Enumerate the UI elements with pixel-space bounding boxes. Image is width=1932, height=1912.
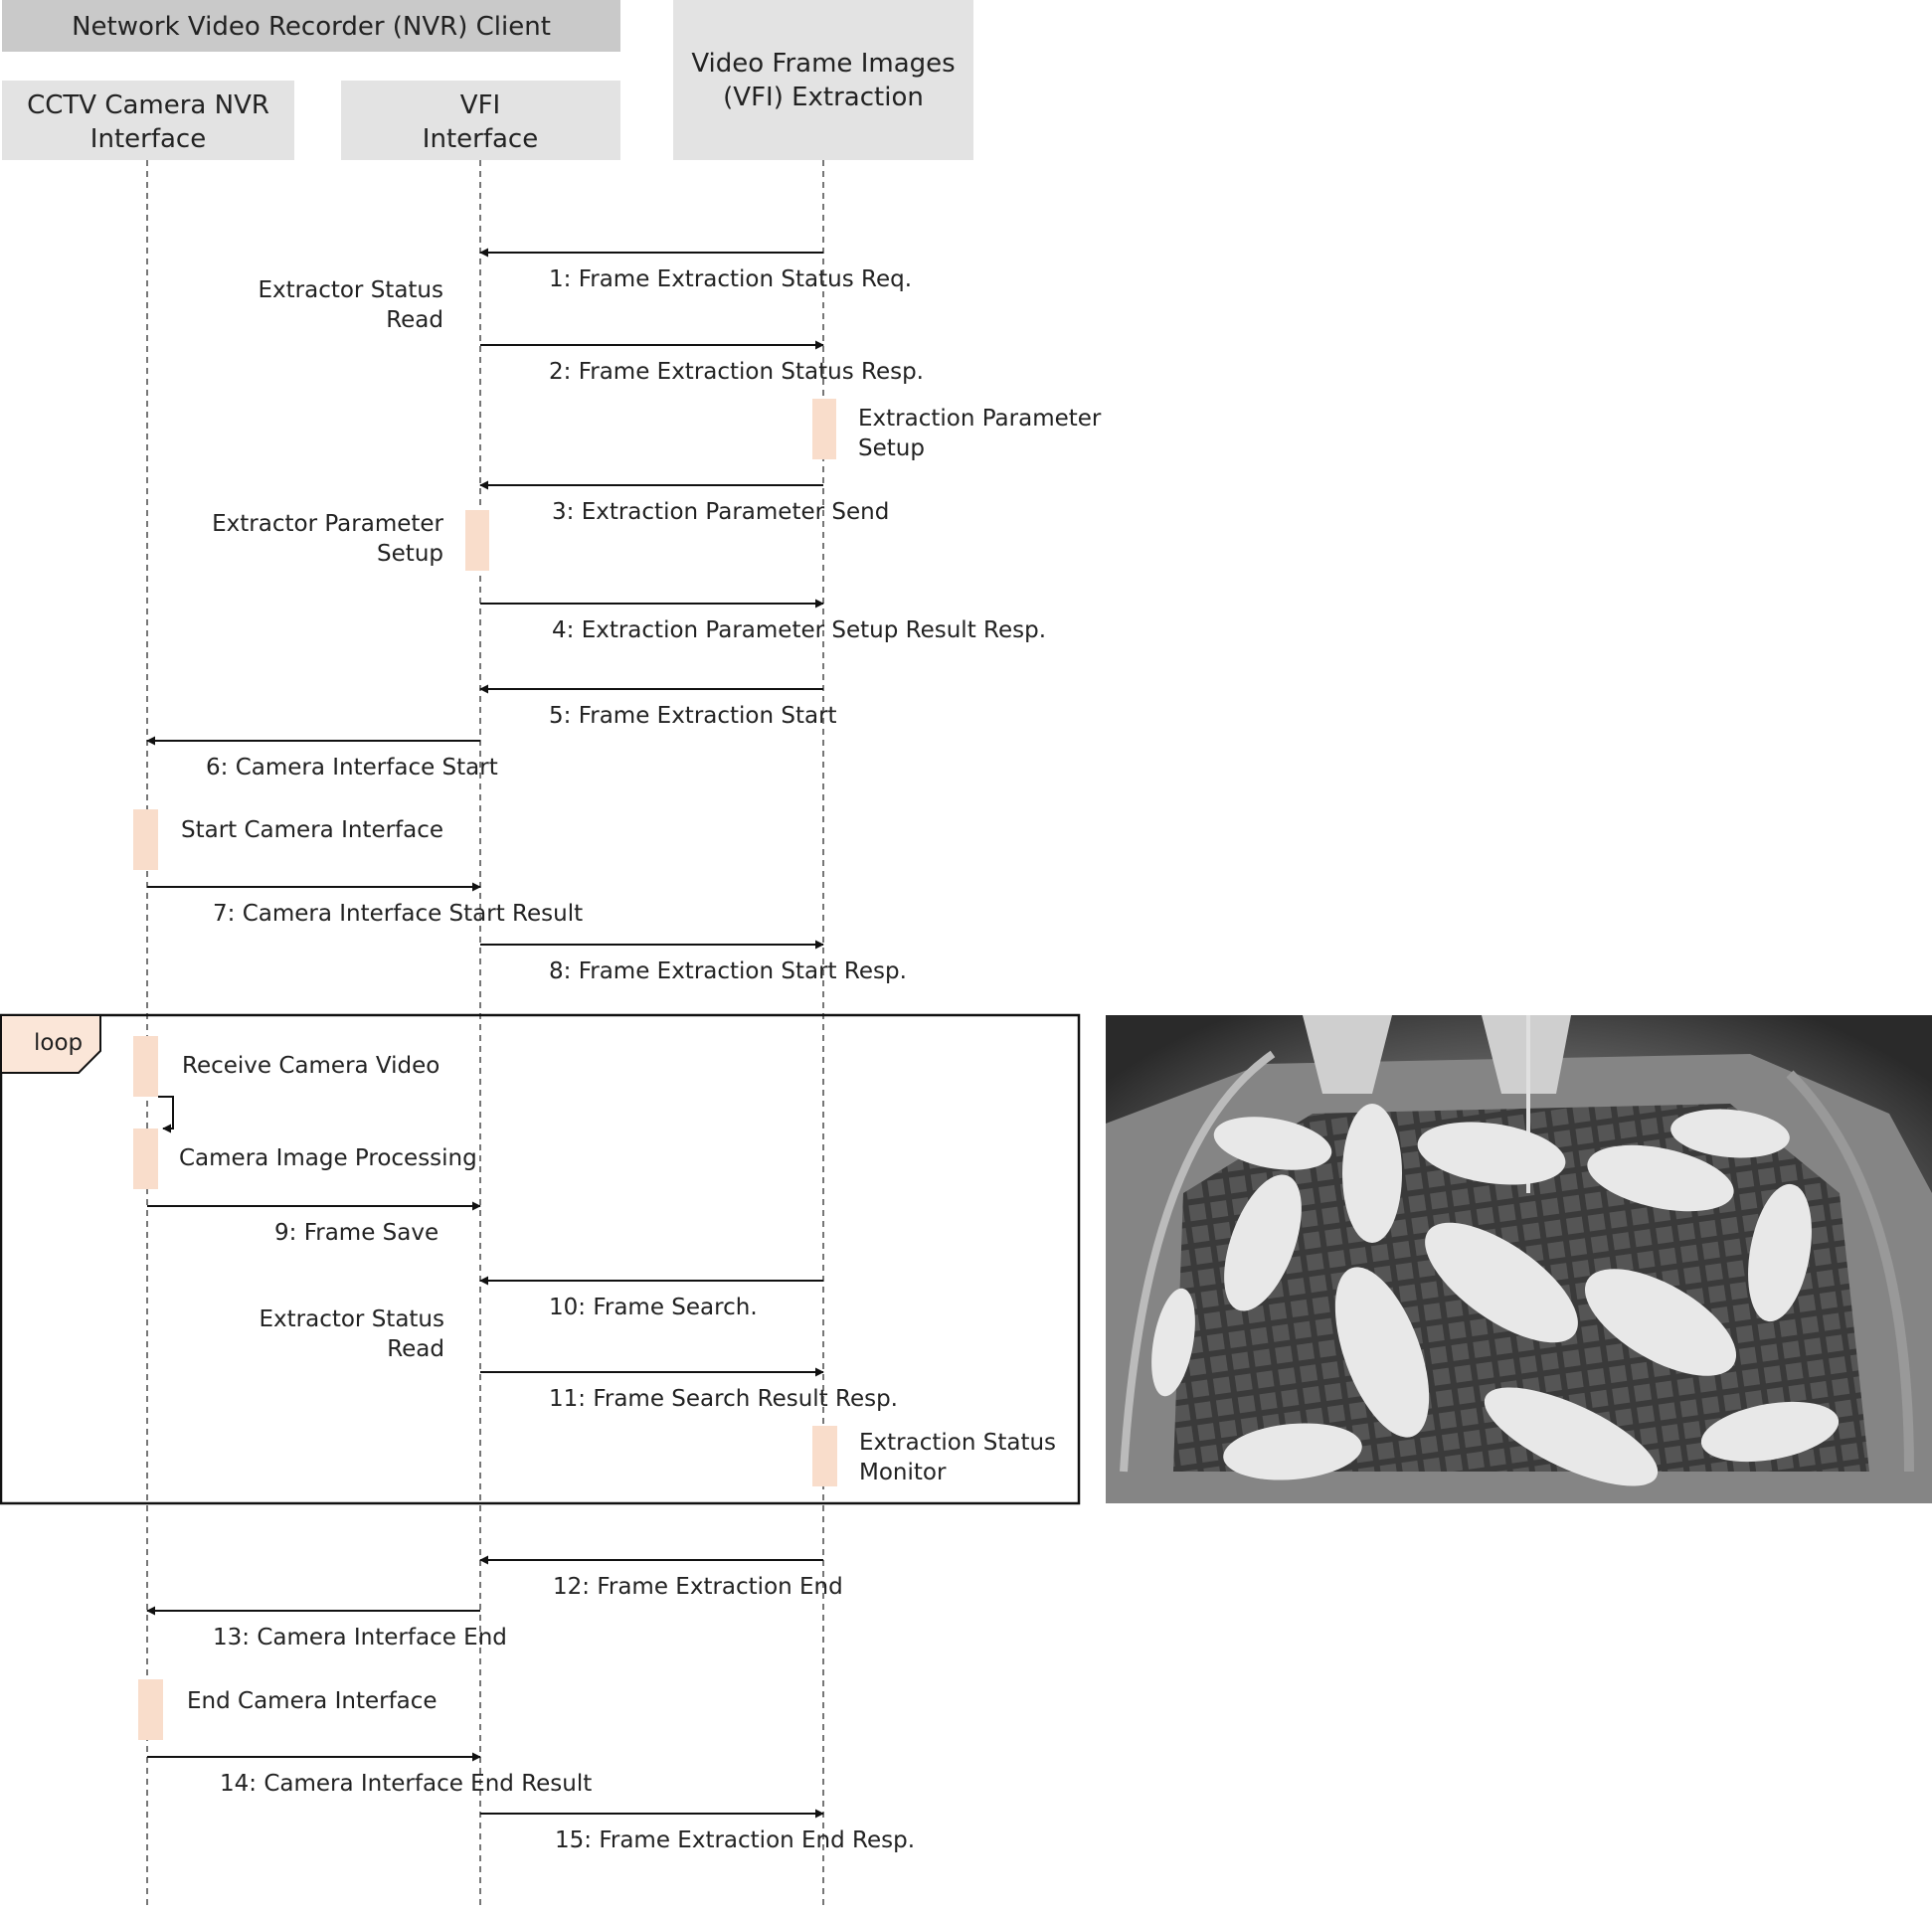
message-label-6: 6: Camera Interface Start bbox=[206, 755, 498, 781]
activation-vfi-setup bbox=[465, 510, 489, 571]
participant-label-vfi-2: Interface bbox=[423, 124, 538, 154]
message-label-9: 9: Frame Save bbox=[274, 1220, 439, 1246]
activation-ext-monitor bbox=[812, 1426, 837, 1486]
activation-cam-receive bbox=[133, 1036, 158, 1097]
note-extraction-parameter-setup-2: Setup bbox=[858, 435, 925, 461]
message-label-3: 3: Extraction Parameter Send bbox=[552, 499, 889, 525]
participant-box-vfi bbox=[341, 81, 620, 160]
message-label-4: 4: Extraction Parameter Setup Result Res… bbox=[552, 617, 1046, 643]
participant-label-ext-1: Video Frame Images bbox=[691, 49, 955, 79]
activation-cam-start bbox=[133, 809, 158, 870]
message-label-5: 5: Frame Extraction Start bbox=[549, 703, 837, 729]
participant-label-cam-2: Interface bbox=[90, 124, 206, 154]
nvr-client-group-box bbox=[2, 0, 620, 52]
note-extractor-parameter-setup-1: Extractor Parameter bbox=[212, 511, 443, 537]
message-label-13: 13: Camera Interface End bbox=[213, 1625, 507, 1651]
activation-cam-end bbox=[138, 1679, 163, 1740]
note-extractor-parameter-setup-2: Setup bbox=[377, 541, 443, 567]
activation-ext-setup bbox=[812, 399, 836, 459]
note-extractor-status-read-loop-1: Extractor Status bbox=[259, 1306, 444, 1332]
loop-tag bbox=[0, 1014, 101, 1074]
loop-frame bbox=[0, 1013, 1081, 1505]
note-extraction-status-monitor-2: Monitor bbox=[859, 1460, 947, 1485]
note-extractor-status-read-loop-2: Read bbox=[387, 1336, 444, 1362]
participant-label-cam-1: CCTV Camera NVR bbox=[27, 90, 269, 120]
note-extraction-status-monitor-1: Extraction Status bbox=[859, 1430, 1056, 1456]
participant-box-cam bbox=[2, 81, 294, 160]
participant-label-ext-2: (VFI) Extraction bbox=[723, 83, 924, 112]
pig-pen-camera-photo bbox=[1106, 1015, 1932, 1503]
note-receive-camera-video: Receive Camera Video bbox=[182, 1053, 439, 1079]
message-label-1: 1: Frame Extraction Status Req. bbox=[549, 266, 912, 292]
self-message-arrow bbox=[158, 1096, 174, 1133]
message-label-12: 12: Frame Extraction End bbox=[553, 1574, 843, 1600]
note-extraction-parameter-setup-1: Extraction Parameter bbox=[858, 406, 1102, 432]
participant-label-vfi-1: VFI bbox=[460, 90, 500, 120]
note-extractor-status-read-1: Extractor Status bbox=[258, 277, 443, 303]
note-extractor-status-read-2: Read bbox=[386, 307, 443, 333]
message-label-10: 10: Frame Search. bbox=[549, 1295, 758, 1320]
note-camera-image-processing: Camera Image Processing bbox=[179, 1145, 477, 1171]
message-label-15: 15: Frame Extraction End Resp. bbox=[555, 1827, 915, 1853]
message-label-14: 14: Camera Interface End Result bbox=[220, 1771, 592, 1797]
message-label-8: 8: Frame Extraction Start Resp. bbox=[549, 958, 907, 984]
loop-label: loop bbox=[34, 1030, 83, 1056]
message-label-7: 7: Camera Interface Start Result bbox=[213, 901, 583, 927]
activation-cam-process bbox=[133, 1129, 158, 1189]
note-start-camera-interface: Start Camera Interface bbox=[181, 817, 443, 843]
nvr-client-group-title: Network Video Recorder (NVR) Client bbox=[72, 12, 551, 42]
message-label-2: 2: Frame Extraction Status Resp. bbox=[549, 359, 924, 385]
messages-layer: 1: Frame Extraction Status Req. 2: Frame … bbox=[146, 248, 1046, 1853]
message-label-11: 11: Frame Search Result Resp. bbox=[549, 1386, 898, 1412]
participant-box-ext bbox=[673, 0, 973, 160]
note-end-camera-interface: End Camera Interface bbox=[187, 1688, 438, 1714]
